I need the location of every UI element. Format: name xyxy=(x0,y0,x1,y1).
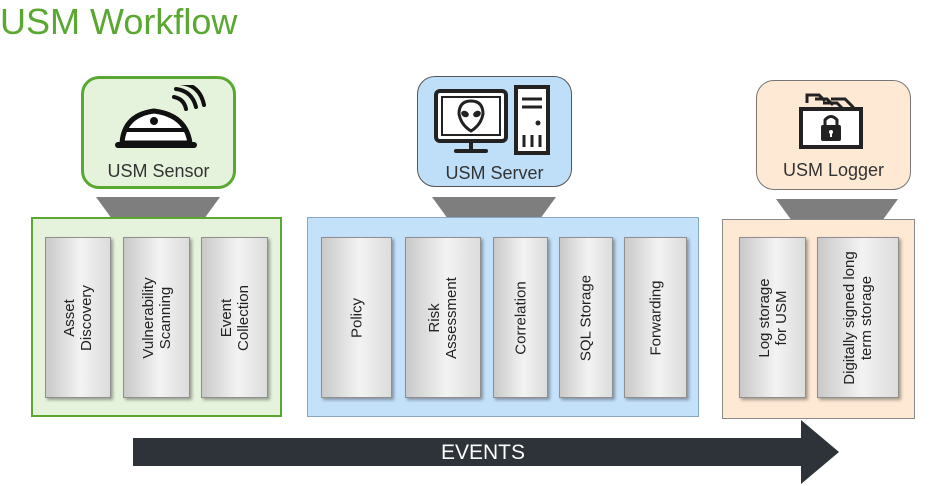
sql-storage-box: SQL Storage xyxy=(559,237,613,398)
risk-assessment-box: Risk Assessment xyxy=(405,237,481,398)
vulnerability-scanning-text: Vulnerability Scanning xyxy=(139,276,174,359)
log-storage-text: Log storage for USM xyxy=(755,277,790,358)
forwarding-box: Forwarding xyxy=(624,237,687,398)
satellite-dish-icon xyxy=(115,85,206,148)
forwarding-text: Forwarding xyxy=(647,279,664,356)
policy-box: Policy xyxy=(321,237,392,398)
event-collection-box: Event Collection xyxy=(201,237,268,398)
alien-computer-icon xyxy=(434,85,550,155)
signed-storage-box: Digitally signed long term storage xyxy=(817,237,899,398)
log-storage-box: Log storage for USM xyxy=(739,237,806,398)
diagram-title: USM Workflow xyxy=(0,1,238,42)
logger-connector xyxy=(776,199,898,221)
events-label: EVENTS xyxy=(440,441,526,464)
locked-files-icon xyxy=(799,93,863,149)
usm-logger-card: USM Logger xyxy=(756,80,911,190)
risk-assessment-text: Risk Assessment xyxy=(426,276,460,359)
event-collection-text: Event Collection xyxy=(217,284,252,351)
asset-discovery-text: Asset Discovery xyxy=(61,284,95,351)
usm-server-label: USM Server xyxy=(445,163,544,183)
correlation-text: Correlation xyxy=(512,280,529,355)
policy-text: Policy xyxy=(348,297,365,338)
sql-storage-text: SQL Storage xyxy=(577,274,595,361)
usm-logger-label: USM Logger xyxy=(782,160,885,180)
correlation-box: Correlation xyxy=(493,237,548,398)
vulnerability-scanning-box: Vulnerability Scanning xyxy=(123,237,190,398)
server-connector xyxy=(432,197,556,219)
asset-discovery-box: Asset Discovery xyxy=(45,237,111,398)
sensor-connector xyxy=(96,197,220,219)
usm-sensor-card: USM Sensor xyxy=(81,76,236,189)
usm-server-card: USM Server xyxy=(417,76,572,187)
signed-storage-text: Digitally signed long term storage xyxy=(841,250,875,385)
events-arrow xyxy=(133,420,839,484)
usm-sensor-label: USM Sensor xyxy=(107,161,210,181)
